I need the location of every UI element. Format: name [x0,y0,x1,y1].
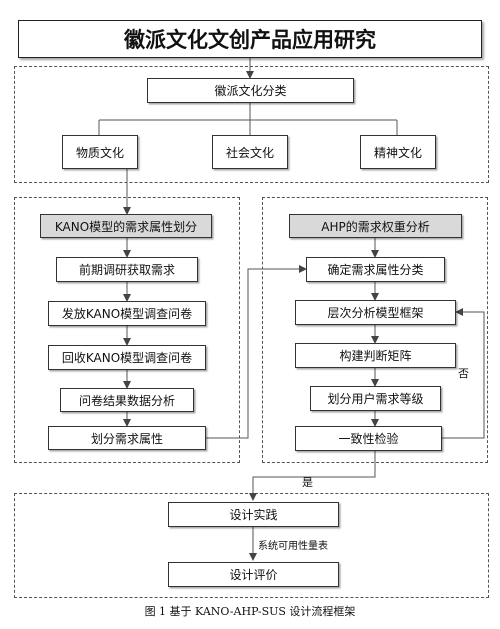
social-culture-node: 社会文化 [212,135,288,169]
ahp-step-1: 确定需求属性分类 [306,257,445,282]
spiritual-culture-node: 精神文化 [360,135,436,169]
page-title: 徽派文化文创产品应用研究 [18,20,482,58]
material-culture-node: 物质文化 [62,135,138,169]
design-evaluation-node: 设计评价 [168,562,339,587]
ahp-step-5: 一致性检验 [295,426,442,451]
ahp-header: AHP的需求权重分析 [289,214,462,238]
classification-region [14,66,489,183]
no-label: 否 [458,367,469,380]
kano-step-4: 问卷结果数据分析 [60,388,194,412]
figure-caption: 图 1 基于 KANO-AHP-SUS 设计流程框架 [144,605,356,618]
ahp-step-4: 划分用户需求等级 [310,386,441,411]
design-practice-node: 设计实践 [168,502,339,527]
yes-label: 是 [302,476,313,489]
kano-step-2: 发放KANO模型调查问卷 [48,301,206,326]
kano-header: KANO模型的需求属性划分 [40,214,212,238]
kano-step-5: 划分需求属性 [48,426,206,450]
ahp-step-3: 构建判断矩阵 [295,343,456,368]
kano-step-3: 回收KANO模型调查问卷 [48,345,206,370]
sus-tool-label: 系统可用性量表 [258,541,328,552]
classification-root: 徽派文化分类 [147,78,354,103]
ahp-step-2: 层次分析模型框架 [295,300,456,325]
kano-step-1: 前期调研获取需求 [56,257,198,282]
